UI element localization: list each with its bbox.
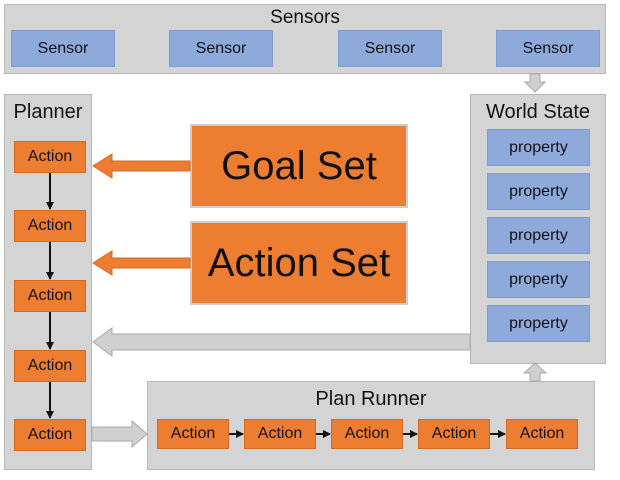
- plan-runner-action: Action: [506, 419, 578, 449]
- planner-to-runner-arrow: [91, 419, 148, 449]
- plan-runner-action: Action: [418, 419, 490, 449]
- world-state-title: World State: [485, 101, 591, 123]
- goal-to-planner-arrow: [92, 153, 191, 179]
- planner-action: Action: [14, 280, 86, 312]
- world-state-property: property: [487, 305, 590, 342]
- planner-action: Action: [14, 419, 86, 451]
- world-state-property: property: [487, 217, 590, 254]
- sensors-to-world-arrow: [523, 73, 547, 93]
- goal-set-box: Goal Set: [190, 124, 408, 208]
- plan-runner-title: Plan Runner: [315, 388, 427, 410]
- world-state-property: property: [487, 129, 590, 166]
- world-to-planner-arrow: [92, 327, 471, 357]
- planner-action: Action: [14, 141, 86, 173]
- sensor-box: Sensor: [169, 30, 273, 67]
- sensors-title: Sensors: [270, 7, 340, 28]
- sensor-box: Sensor: [11, 30, 115, 67]
- plan-runner-action: Action: [331, 419, 403, 449]
- planner-action: Action: [14, 210, 86, 242]
- plan-runner-action: Action: [244, 419, 316, 449]
- plan-runner-action: Action: [157, 419, 229, 449]
- action-set-box: Action Set: [190, 221, 408, 305]
- planner-action: Action: [14, 350, 86, 382]
- actionset-to-planner-arrow: [92, 250, 191, 276]
- sensor-box: Sensor: [338, 30, 442, 67]
- sensor-box: Sensor: [496, 30, 600, 67]
- world-state-property: property: [487, 173, 590, 210]
- runner-to-world-arrow: [522, 362, 548, 382]
- planner-title: Planner: [13, 101, 83, 123]
- world-state-property: property: [487, 261, 590, 298]
